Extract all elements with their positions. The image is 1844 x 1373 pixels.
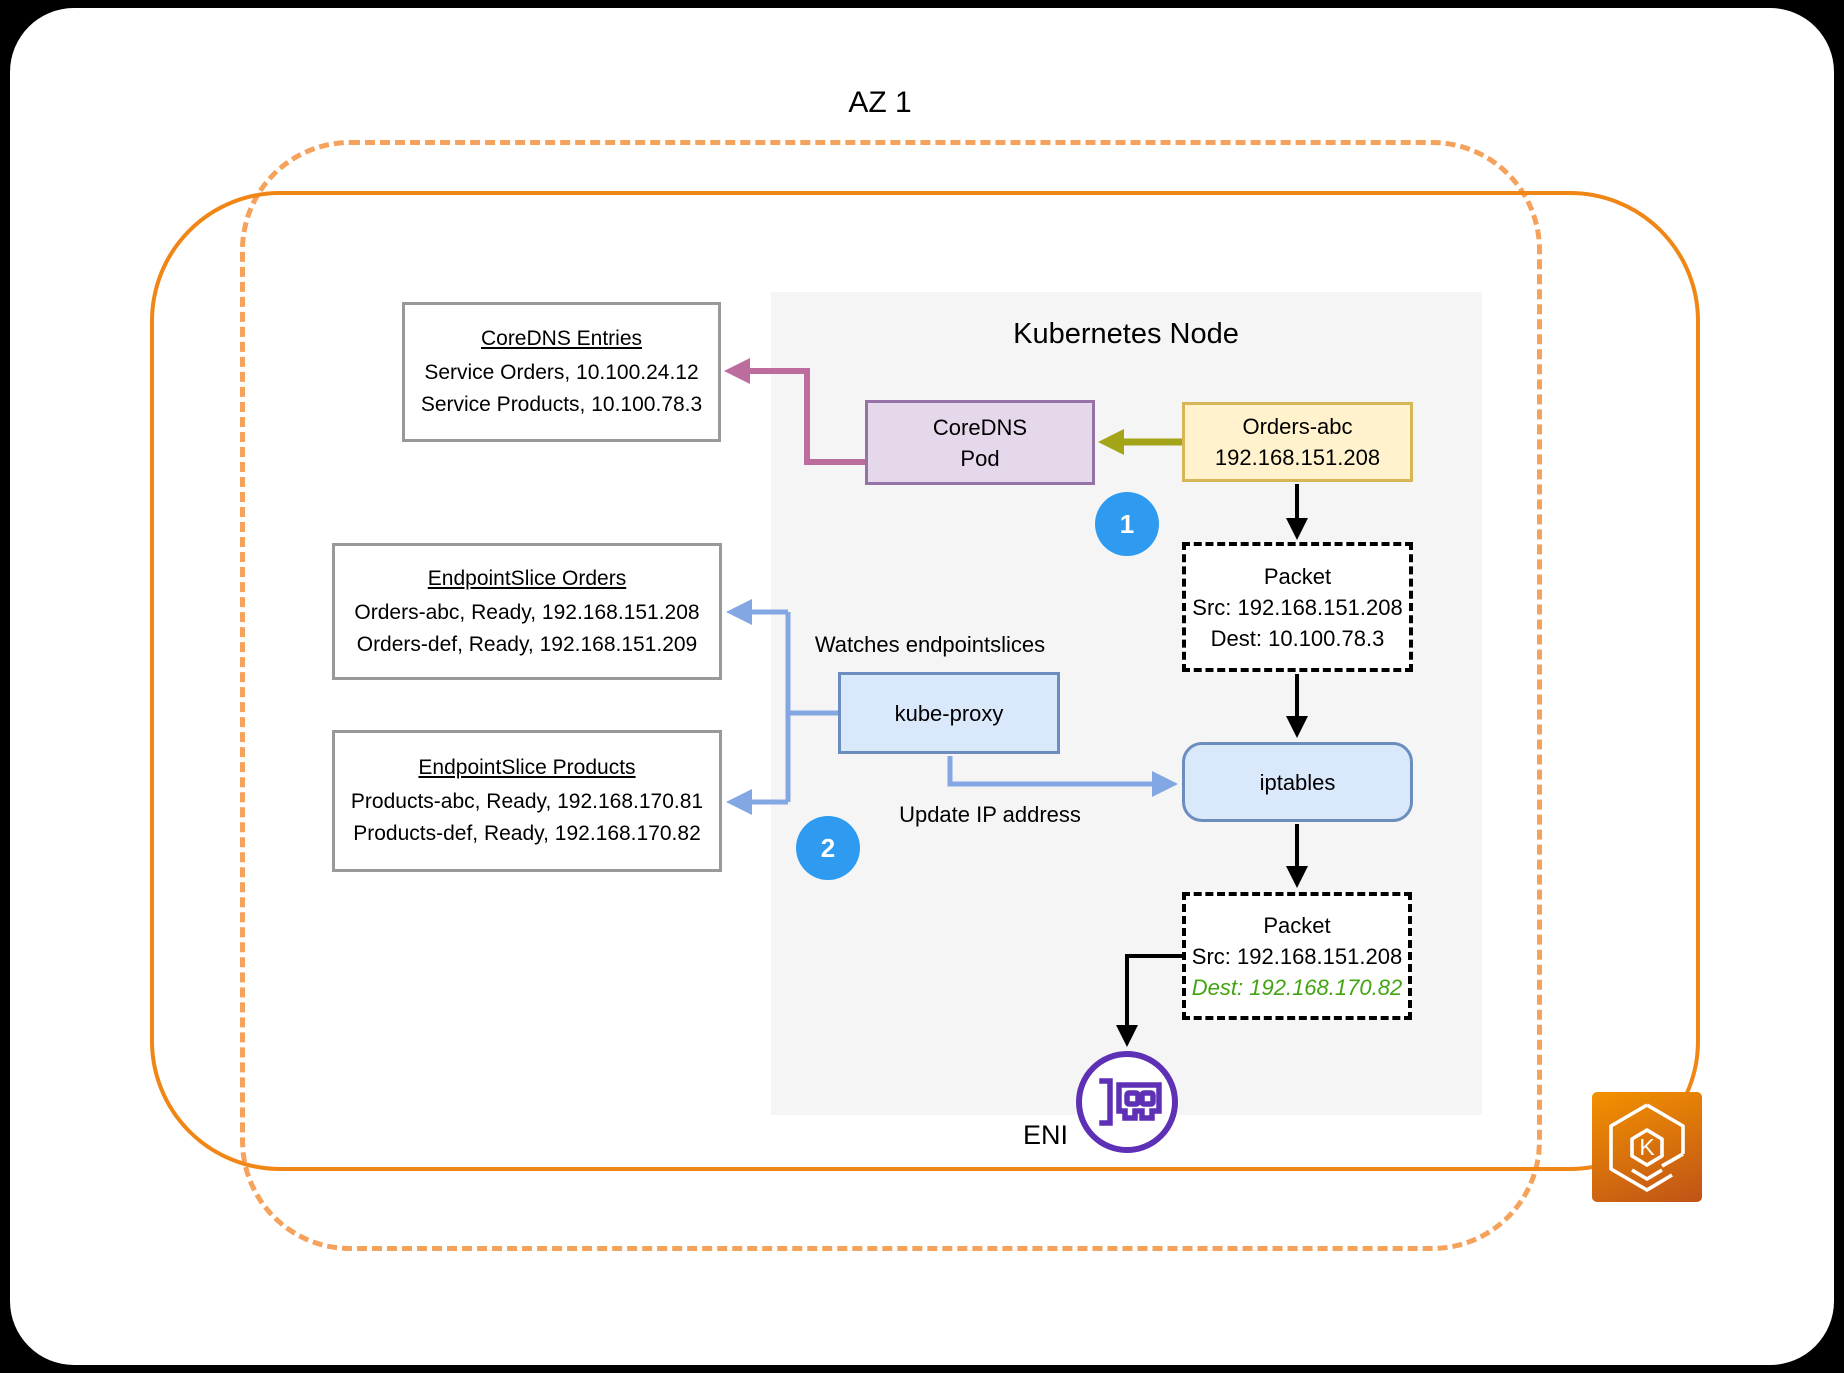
packet-src: Src: 192.168.151.208: [1191, 943, 1403, 969]
packet-src: Src: 192.168.151.208: [1192, 594, 1403, 620]
packet-dest: Dest: 10.100.78.3: [1210, 625, 1385, 651]
endpointslice-orders-box: EndpointSlice Orders Orders-abc, Ready, …: [332, 543, 722, 680]
coredns-entry-row: Service Orders, 10.100.24.12: [424, 361, 699, 384]
subnet-solid-boundary: [150, 191, 1700, 1171]
coredns-entries-title: CoreDNS Entries: [480, 327, 643, 350]
endpointslice-products-box: EndpointSlice Products Products-abc, Rea…: [332, 730, 722, 872]
endpointslice-orders-title: EndpointSlice Orders: [427, 566, 627, 590]
iptables-label: iptables: [1259, 769, 1336, 795]
eks-hexagon-glyph: K: [1609, 1103, 1685, 1192]
endpoint-row: Products-abc, Ready, 192.168.170.81: [350, 790, 704, 813]
iptables-box: iptables: [1182, 742, 1413, 822]
endpointslice-products-title: EndpointSlice Products: [418, 756, 636, 779]
az-label: AZ 1: [848, 86, 912, 119]
eks-icon: K: [1592, 1092, 1702, 1202]
coredns-entry-row: Service Products, 10.100.78.3: [420, 393, 703, 416]
coredns-pod-line: Pod: [960, 445, 1000, 471]
orders-pod-name: Orders-abc: [1242, 414, 1353, 439]
coredns-entries-box: CoreDNS Entries Service Orders, 10.100.2…: [402, 302, 721, 442]
orders-pod-box: Orders-abc 192.168.151.208: [1182, 402, 1413, 482]
endpoint-row: Products-def, Ready, 192.168.170.82: [353, 822, 701, 845]
watches-endpointslices-label: Watches endpointslices: [814, 632, 1046, 657]
endpoint-row: Orders-abc, Ready, 192.168.151.208: [354, 600, 700, 624]
coredns-pod-line: CoreDNS: [932, 414, 1028, 440]
packet-after-box: Packet Src: 192.168.151.208 Dest: 192.16…: [1182, 892, 1412, 1020]
orders-pod-ip: 192.168.151.208: [1214, 445, 1381, 470]
update-ip-address-label: Update IP address: [899, 802, 1081, 827]
eks-letter: K: [1639, 1134, 1655, 1160]
step-2-badge: 2: [796, 816, 860, 880]
eni-label: ENI: [1022, 1120, 1068, 1150]
kube-proxy-label: kube-proxy: [894, 700, 1004, 726]
packet-title: Packet: [1263, 912, 1331, 938]
endpoint-row: Orders-def, Ready, 192.168.151.209: [356, 632, 698, 656]
kube-proxy-box: kube-proxy: [838, 672, 1060, 754]
eni-icon: [1076, 1051, 1178, 1153]
eni-port-glyph: [1124, 1090, 1141, 1107]
eni-bracket-glyph: [1099, 1078, 1113, 1126]
eni-port-glyph: [1139, 1090, 1156, 1107]
coredns-pod-box: CoreDNS Pod: [865, 400, 1095, 485]
packet-title: Packet: [1263, 563, 1332, 589]
az-dashed-boundary: [240, 140, 1542, 1251]
packet-dest-translated: Dest: 192.168.170.82: [1191, 974, 1403, 1000]
step-1-badge: 1: [1095, 492, 1159, 556]
eni-card-glyph: [1116, 1082, 1162, 1121]
kubernetes-node-title: Kubernetes Node: [1013, 318, 1239, 350]
packet-before-box: Packet Src: 192.168.151.208 Dest: 10.100…: [1182, 542, 1413, 672]
